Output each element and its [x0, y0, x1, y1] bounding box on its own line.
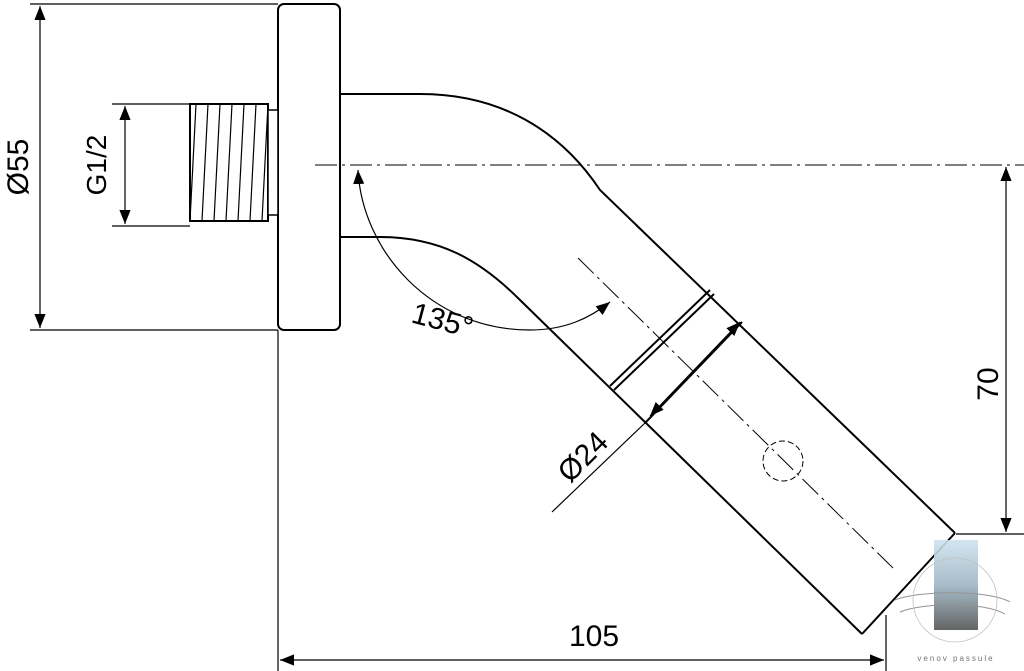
dimension-angle	[353, 169, 611, 331]
dimension-flange-diameter	[30, 3, 278, 331]
spray-outlet-circle	[762, 440, 804, 482]
shower-arm	[340, 93, 956, 635]
label-angle: 135°	[408, 297, 476, 345]
watermark-text: venov passule	[917, 654, 994, 663]
label-length: 105	[569, 620, 619, 653]
dimension-thread	[112, 103, 190, 227]
dimension-length	[277, 330, 887, 671]
thread-connector	[189, 103, 279, 222]
label-thread: G1/2	[81, 135, 112, 196]
watermark-logo: venov passule	[894, 540, 1011, 663]
wall-flange	[277, 3, 341, 331]
label-flange-diameter: Ø55	[2, 139, 35, 196]
label-height: 70	[972, 367, 1005, 400]
dimension-arm-diameter	[551, 321, 741, 513]
center-lines	[315, 164, 1024, 571]
dimension-height	[956, 167, 1024, 535]
label-arm-diameter: Ø24	[552, 426, 615, 489]
